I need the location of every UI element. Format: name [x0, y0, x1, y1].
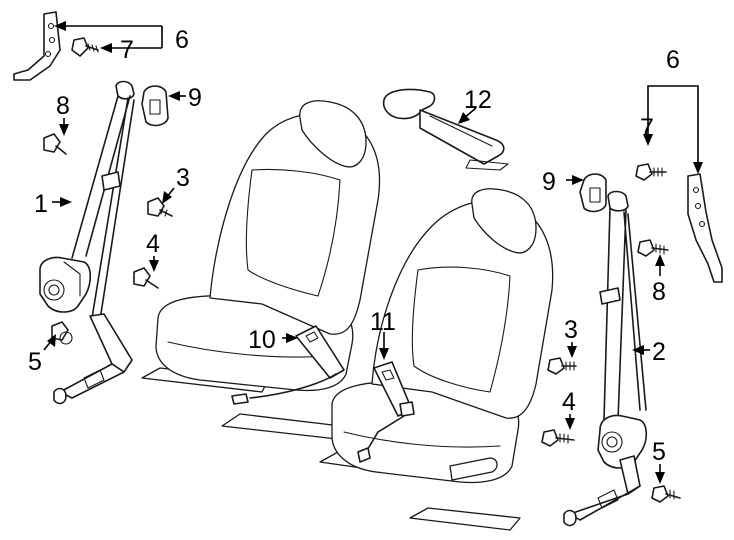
part-7-left-bolt [71, 37, 99, 57]
callout-1: 1 [34, 190, 48, 218]
callout-3-left: 3 [176, 164, 190, 192]
part-5-left-bolt [51, 321, 73, 345]
part-9-left-guide [141, 85, 169, 127]
part-8-left-bolt [43, 133, 67, 155]
callout-8-right: 8 [652, 278, 666, 306]
part-1-left-seat-belt [39, 80, 135, 405]
part-8-right-bolt [637, 239, 669, 257]
part-4-left-bolt [133, 267, 159, 289]
callout-5-right: 5 [652, 438, 666, 466]
callout-5-left: 5 [28, 348, 42, 376]
callout-2: 2 [652, 338, 666, 366]
part-5-right-bolt [651, 485, 681, 503]
callout-10: 10 [248, 326, 276, 354]
part-12-buckle-cover [382, 88, 509, 171]
part-6-right-height-adjuster [687, 173, 723, 283]
callout-9-right: 9 [542, 168, 556, 196]
part-3-left-bolt [147, 197, 173, 217]
callout-8-left: 8 [56, 92, 70, 120]
callout-6-left: 6 [175, 26, 189, 54]
callout-11: 11 [370, 308, 396, 336]
callout-3-right: 3 [564, 316, 578, 344]
part-3-right-bolt [547, 357, 577, 375]
callout-4-right: 4 [562, 388, 576, 416]
part-4-right-bolt [541, 429, 575, 447]
part-11-right-buckle [357, 361, 415, 463]
part-2-right-seat-belt [563, 190, 648, 527]
callout-12: 12 [464, 86, 492, 114]
part-6-left-height-adjuster [13, 11, 61, 81]
callout-9-left: 9 [188, 84, 202, 112]
callout-7-left: 7 [120, 36, 134, 64]
callout-7-right: 7 [640, 114, 654, 142]
part-10-left-buckle [231, 325, 345, 405]
part-9-right-guide [579, 173, 607, 213]
right-seat [319, 188, 554, 531]
part-7-right-bolt [635, 163, 667, 181]
left-seat [141, 100, 381, 441]
callout-4-left: 4 [146, 230, 160, 258]
callout-6-right: 6 [666, 46, 680, 74]
